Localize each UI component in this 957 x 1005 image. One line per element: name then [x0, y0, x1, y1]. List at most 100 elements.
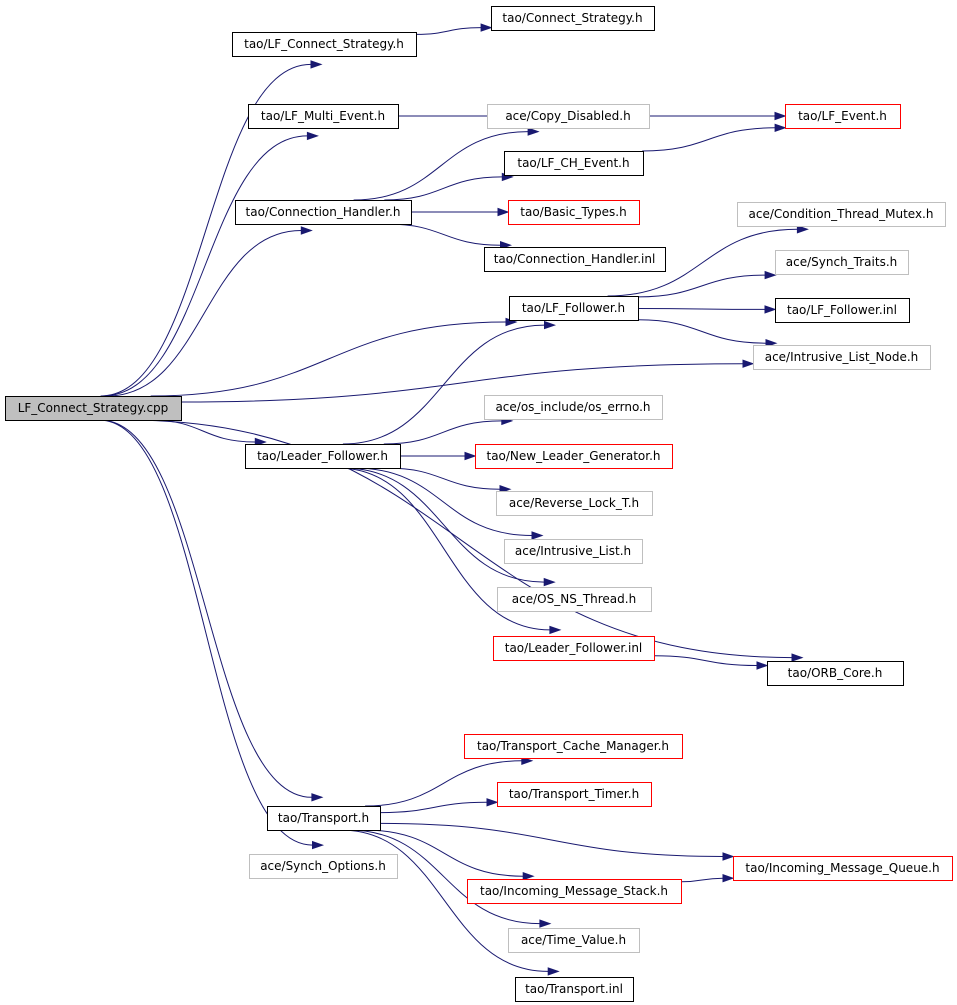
node-ace-os-include-os-errno-h: ace/os_include/os_errno.h: [484, 395, 663, 420]
node-box: [497, 782, 652, 807]
edge-n0-to-n25: [99, 419, 324, 802]
node-label: tao/Basic_Types.h: [520, 205, 626, 219]
edge-arrowhead: [311, 793, 324, 802]
node-lf-connect-strategy-cpp[interactable]: LF_Connect_Strategy.cpp: [5, 396, 182, 421]
node-label: tao/Leader_Follower.inl: [505, 641, 643, 655]
edge-arrowhead: [742, 359, 755, 368]
edge-line: [637, 274, 766, 298]
node-box: [753, 345, 931, 370]
node-tao-lf-ch-event-h[interactable]: tao/LF_CH_Event.h: [504, 151, 644, 176]
node-label: ace/os_include/os_errno.h: [495, 400, 650, 414]
node-tao-incoming-message-queue-h[interactable]: tao/Incoming_Message_Queue.h: [733, 856, 953, 881]
node-ace-synch-traits-h: ace/Synch_Traits.h: [775, 250, 909, 275]
edge-line: [642, 127, 776, 152]
node-box: [497, 587, 652, 612]
node-box: [249, 854, 398, 879]
edge-n25-to-n26: [379, 822, 735, 861]
edge-arrowhead: [722, 852, 735, 861]
edge-line: [637, 319, 767, 344]
node-label: tao/LF_Connect_Strategy.h: [244, 37, 404, 51]
edge-n12-to-n13: [637, 305, 777, 314]
edge-arrowhead: [480, 23, 493, 32]
node-ace-condition-thread-mutex-h: ace/Condition_Thread_Mutex.h: [737, 202, 946, 227]
node-box: [775, 298, 910, 323]
node-tao-transport-timer-h[interactable]: tao/Transport_Timer.h: [497, 782, 652, 807]
edge-arrowhead: [497, 207, 510, 217]
node-tao-incoming-message-stack-h[interactable]: tao/Incoming_Message_Stack.h: [467, 879, 682, 904]
edge-n16-to-n17: [400, 451, 477, 461]
node-tao-lf-event-h[interactable]: tao/LF_Event.h: [785, 104, 901, 129]
edge-n0-to-n3: [102, 131, 319, 397]
node-ace-time-value-h: ace/Time_Value.h: [508, 928, 640, 953]
edge-line: [98, 419, 313, 846]
node-label: LF_Connect_Strategy.cpp: [18, 401, 169, 415]
node-tao-transport-cache-manager-h[interactable]: tao/Transport_Cache_Manager.h: [464, 734, 683, 759]
node-box: [5, 396, 182, 421]
edge-n16-to-n21: [338, 467, 562, 635]
node-box: [487, 104, 650, 129]
edge-arrowhead: [547, 967, 560, 976]
node-label: tao/LF_Follower.h: [522, 301, 625, 315]
edge-arrowhead: [765, 338, 778, 348]
node-ace-synch-options-h: ace/Synch_Options.h: [249, 854, 398, 879]
node-box: [467, 879, 682, 904]
edge-n28-to-n26: [680, 873, 735, 883]
edge-n7-to-n5: [353, 127, 540, 201]
edge-arrowhead: [539, 919, 552, 928]
node-tao-connection-handler-inl[interactable]: tao/Connection_Handler.inl: [484, 247, 666, 272]
node-tao-leader-follower-inl[interactable]: tao/Leader_Follower.inl: [493, 636, 655, 661]
node-tao-connect-strategy-h[interactable]: tao/Connect_Strategy.h: [491, 6, 655, 31]
edge-line: [126, 419, 793, 659]
edge-n16-to-n19: [354, 467, 544, 540]
node-tao-transport-h[interactable]: tao/Transport.h: [267, 806, 381, 831]
node-tao-lf-follower-inl[interactable]: tao/LF_Follower.inl: [775, 298, 910, 323]
node-box: [248, 104, 399, 129]
edge-n12-to-n11: [637, 270, 777, 298]
edge-line: [341, 829, 549, 972]
edge-line: [384, 176, 503, 201]
node-ace-reverse-lock-t-h: ace/Reverse_Lock_T.h: [496, 491, 653, 516]
edge-n25-to-n23: [365, 756, 534, 807]
node-label: tao/Connection_Handler.inl: [494, 252, 656, 266]
node-tao-lf-connect-strategy-h[interactable]: tao/LF_Connect_Strategy.h: [232, 32, 417, 57]
node-tao-new-leader-generator-h[interactable]: tao/New_Leader_Generator.h: [475, 444, 673, 469]
node-label: tao/Transport_Timer.h: [509, 787, 639, 801]
edge-arrowhead: [796, 225, 809, 234]
node-label: ace/Time_Value.h: [521, 933, 626, 947]
node-box: [496, 491, 653, 516]
edge-n0-to-n27: [98, 419, 325, 850]
edge-n25-to-n30: [341, 829, 560, 976]
node-tao-connection-handler-h[interactable]: tao/Connection_Handler.h: [235, 200, 412, 225]
node-box: [475, 444, 673, 469]
node-tao-lf-follower-h[interactable]: tao/LF_Follower.h: [509, 296, 639, 321]
node-box: [235, 200, 412, 225]
edge-line: [102, 135, 308, 397]
edge-n25-to-n28: [364, 829, 535, 881]
edge-arrowhead: [522, 871, 535, 881]
edge-arrowhead: [300, 226, 313, 235]
edge-n1-to-n2: [415, 23, 493, 35]
edge-arrowhead: [531, 531, 544, 540]
node-label: tao/LF_Event.h: [798, 109, 887, 123]
node-box: [509, 296, 639, 321]
node-tao-lf-multi-event-h[interactable]: tao/LF_Multi_Event.h: [248, 104, 399, 129]
edge-line: [415, 27, 482, 35]
node-tao-transport-inl[interactable]: tao/Transport.inl: [515, 977, 634, 1002]
edge-n12-to-n9: [607, 225, 809, 297]
edge-line: [150, 321, 507, 397]
node-label: ace/Synch_Options.h: [260, 859, 386, 873]
edge-n6-to-n4: [642, 123, 787, 152]
node-label: tao/Incoming_Message_Queue.h: [745, 861, 939, 875]
node-box: [493, 636, 655, 661]
node-tao-leader-follower-h[interactable]: tao/Leader_Follower.h: [245, 444, 401, 469]
node-box: [508, 928, 640, 953]
node-label: tao/Connection_Handler.h: [246, 205, 401, 219]
node-label: ace/Reverse_Lock_T.h: [509, 496, 639, 510]
edge-arrowhead: [486, 798, 499, 807]
node-tao-basic-types-h[interactable]: tao/Basic_Types.h: [508, 200, 640, 225]
edge-arrowhead: [774, 111, 787, 121]
node-label: tao/Incoming_Message_Stack.h: [480, 884, 668, 898]
node-tao-orb-core-h[interactable]: tao/ORB_Core.h: [767, 661, 904, 686]
edge-n0-to-n12: [150, 317, 518, 397]
